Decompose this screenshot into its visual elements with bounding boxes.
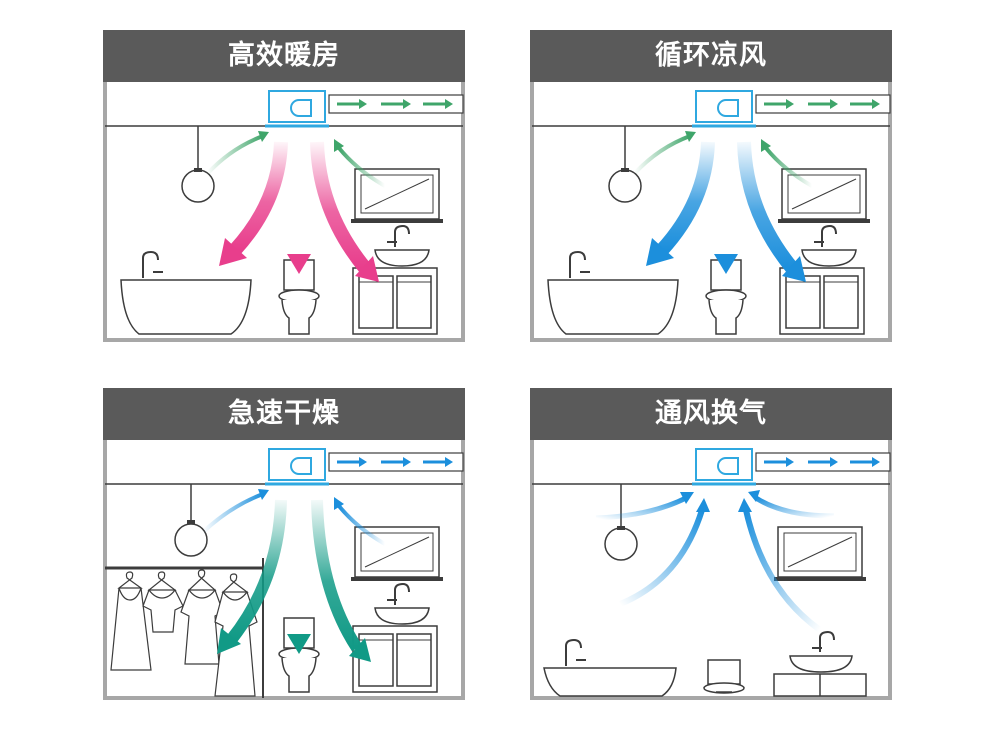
toilet-icon xyxy=(278,259,320,335)
bathtub-icon xyxy=(120,250,252,335)
panel-header: 循环凉风 xyxy=(530,30,892,82)
panel-title: 高效暖房 xyxy=(228,40,340,71)
cooling-illustration xyxy=(530,82,892,342)
mirror-icon xyxy=(351,526,443,581)
pendant-lamp-icon xyxy=(608,126,642,203)
hot-air-arrows xyxy=(219,141,379,282)
bath-heater-unit-icon xyxy=(692,90,756,128)
bath-heater-unit-icon xyxy=(692,448,756,486)
bathtub-icon xyxy=(547,250,679,335)
vanity-cabinet-icon xyxy=(773,673,867,697)
exhaust-arrows-icon xyxy=(764,99,880,109)
panel-cooling: 循环凉风 xyxy=(530,30,892,344)
bath-heater-unit-icon xyxy=(265,448,329,486)
bath-heater-unit-icon xyxy=(265,90,329,128)
bathroom-scene xyxy=(530,82,892,344)
sink-faucet-icon xyxy=(374,582,430,625)
sink-faucet-icon xyxy=(801,224,857,267)
panel-header: 急速干燥 xyxy=(103,388,465,440)
panel-header: 高效暖房 xyxy=(103,30,465,82)
ventilation-arrows xyxy=(595,490,835,633)
toilet-icon xyxy=(705,259,747,335)
vanity-cabinet-icon xyxy=(352,267,438,335)
ventilation-illustration xyxy=(530,440,892,700)
cool-air-arrows xyxy=(646,141,806,282)
panel-title: 通风换气 xyxy=(655,398,767,429)
exhaust-arrows-icon xyxy=(337,99,453,109)
panel-heating: 高效暖房 xyxy=(103,30,465,344)
intake-arrows-icon xyxy=(201,489,386,546)
sink-faucet-icon xyxy=(374,224,430,267)
panel-title: 循环凉风 xyxy=(655,40,767,71)
dry-air-arrows xyxy=(217,499,371,662)
panel-drying: 急速干燥 xyxy=(103,388,465,702)
mirror-icon xyxy=(351,168,443,223)
heating-illustration xyxy=(103,82,465,342)
panel-title: 急速干燥 xyxy=(228,398,340,429)
panel-header: 通风换气 xyxy=(530,388,892,440)
drying-illustration xyxy=(103,440,465,700)
intake-arrows-icon xyxy=(632,131,813,188)
mirror-icon xyxy=(778,168,870,223)
toilet-icon xyxy=(703,659,745,694)
bathtub-icon xyxy=(543,638,677,697)
dress-icon xyxy=(110,587,152,671)
pendant-lamp-icon xyxy=(174,484,208,557)
shirt-icon xyxy=(142,588,184,633)
exhaust-arrows-icon xyxy=(337,457,453,467)
sink-faucet-icon xyxy=(789,630,853,673)
mirror-icon xyxy=(774,526,866,581)
bathroom-scene xyxy=(103,82,465,344)
clothes-rack-icon xyxy=(105,558,264,698)
coat-icon xyxy=(180,588,224,665)
panel-ventilation: 通风换气 xyxy=(530,388,892,702)
bathroom-scene xyxy=(103,440,465,702)
pendant-lamp-icon xyxy=(604,484,638,561)
intake-arrows-icon xyxy=(205,131,386,188)
pendant-lamp-icon xyxy=(181,126,215,203)
bathroom-scene xyxy=(530,440,892,702)
exhaust-arrows-icon xyxy=(764,457,880,467)
